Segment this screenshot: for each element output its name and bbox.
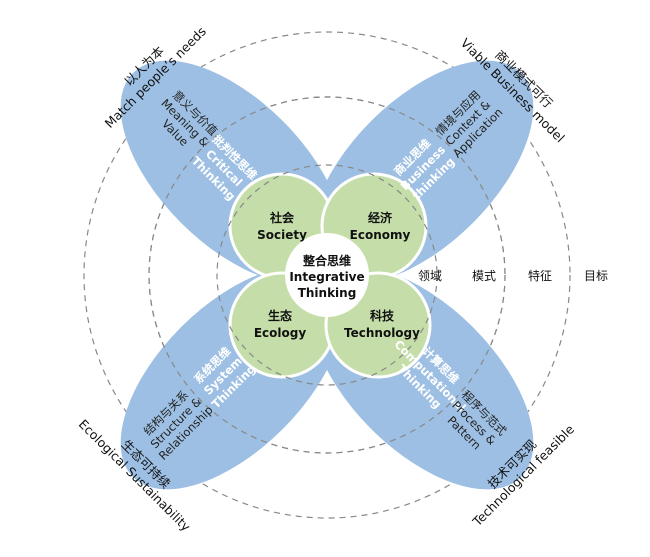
ring-features-overlay — [148, 96, 506, 454]
domain-label-en: Ecology — [254, 326, 307, 340]
domain-label-en: Society — [257, 228, 307, 242]
domain-label-zh: 生态 — [268, 308, 292, 323]
center-zh: 整合思维 — [302, 253, 351, 268]
ring-goals — [83, 31, 571, 519]
center-circle — [285, 233, 369, 317]
domain-label-en: Economy — [350, 228, 411, 242]
center-en1: Integrative — [289, 270, 364, 284]
domain-label-en: Technology — [344, 326, 420, 340]
center-en2: Thinking — [298, 286, 357, 300]
domain-label-zh: 社会 — [269, 210, 295, 225]
axis-label-goal: 目标 — [584, 269, 608, 283]
axis-label-pattern: 模式 — [472, 269, 496, 283]
domain-label-zh: 经济 — [368, 210, 393, 225]
domain-label-zh: 科技 — [370, 308, 395, 323]
axis-label-domain: 领域 — [418, 269, 442, 283]
axis-label-feature: 特征 — [528, 268, 552, 283]
ring-domains — [216, 164, 438, 386]
